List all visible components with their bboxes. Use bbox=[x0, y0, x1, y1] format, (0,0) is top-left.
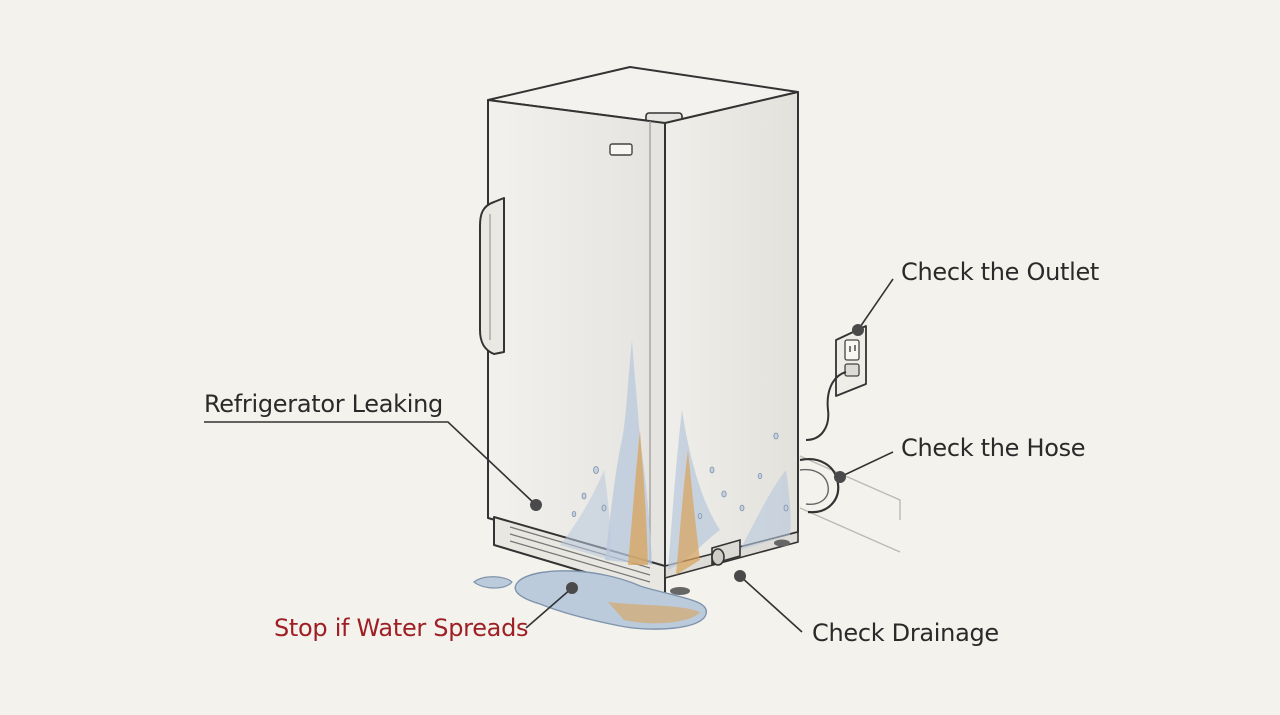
fridge-foot bbox=[670, 587, 690, 595]
label-check-outlet: Check the Outlet bbox=[901, 258, 1100, 286]
dot-leaking bbox=[530, 499, 542, 511]
wall-outlet bbox=[835, 325, 867, 397]
brand-badge bbox=[609, 143, 633, 156]
label-refrigerator-leaking: Refrigerator Leaking bbox=[204, 390, 443, 418]
callout-leaders bbox=[204, 278, 894, 633]
water-streaks bbox=[560, 340, 791, 575]
callout-dots bbox=[530, 324, 864, 594]
water-droplets bbox=[571, 432, 789, 520]
leader-leaking bbox=[204, 421, 537, 506]
power-cord bbox=[805, 371, 847, 441]
dot-hose bbox=[834, 471, 846, 483]
dot-stop bbox=[566, 582, 578, 594]
drain-pipe bbox=[711, 538, 741, 566]
dot-outlet bbox=[852, 324, 864, 336]
door-handle bbox=[479, 197, 505, 355]
label-stop-if-water-spreads: Stop if Water Spreads bbox=[274, 614, 529, 642]
dot-drainage bbox=[734, 570, 746, 582]
leader-hose bbox=[839, 451, 894, 478]
water-puddle bbox=[473, 570, 707, 630]
water-hose bbox=[799, 458, 840, 514]
leader-stop bbox=[525, 587, 573, 629]
leader-drainage bbox=[739, 575, 803, 633]
label-check-drainage: Check Drainage bbox=[812, 619, 999, 647]
leader-outlet bbox=[857, 278, 894, 331]
fridge-foot bbox=[774, 539, 790, 547]
label-check-hose: Check the Hose bbox=[901, 434, 1086, 462]
